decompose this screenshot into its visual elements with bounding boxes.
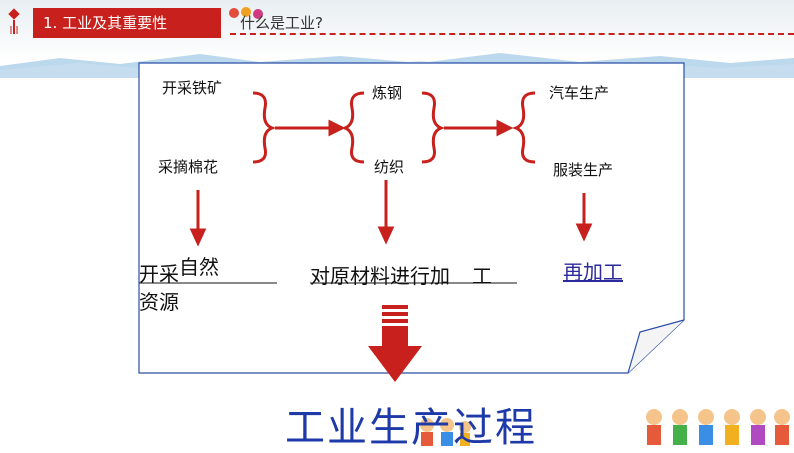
brace-right-2: [421, 91, 446, 164]
chinese-knot-icon: [8, 8, 20, 34]
result-resources-label: 资源: [139, 290, 179, 314]
node-car-production: 汽车生产: [549, 84, 610, 102]
big-down-arrow: [368, 305, 422, 382]
result-processing-label: 对原材料进行加工: [310, 260, 492, 289]
brace-left-3: [511, 91, 536, 164]
result-reprocessing-label: 再加工: [563, 260, 623, 284]
result1-part-a: 开采: [139, 262, 179, 286]
result2-part-a: 对原材料进行: [310, 264, 430, 288]
node-clothing-production: 服装生产: [553, 161, 614, 179]
cartoon-kids-small-icon: [420, 418, 471, 446]
node-picking-cotton: 采摘棉花: [158, 158, 219, 176]
node-steelmaking: 炼钢: [372, 84, 403, 102]
result1-part-b: 自然: [179, 255, 219, 279]
process-title: 工业生产过程: [285, 405, 537, 451]
question-text: 什么是工业?: [240, 14, 323, 32]
node-textile: 纺织: [374, 158, 405, 176]
section-title: 1. 工业及其重要性: [33, 8, 221, 38]
header-divider: [230, 33, 794, 35]
node-mining-iron: 开采铁矿: [162, 79, 223, 97]
result2-part-b: 加: [430, 264, 450, 288]
cartoon-kids-icon: [646, 409, 790, 445]
result-extract-label: 开采自然: [139, 255, 219, 287]
result2-part-c: 工: [472, 264, 492, 288]
brace-right-1: [252, 91, 277, 164]
balloons-icon: [229, 7, 263, 19]
note-card: [138, 62, 685, 374]
